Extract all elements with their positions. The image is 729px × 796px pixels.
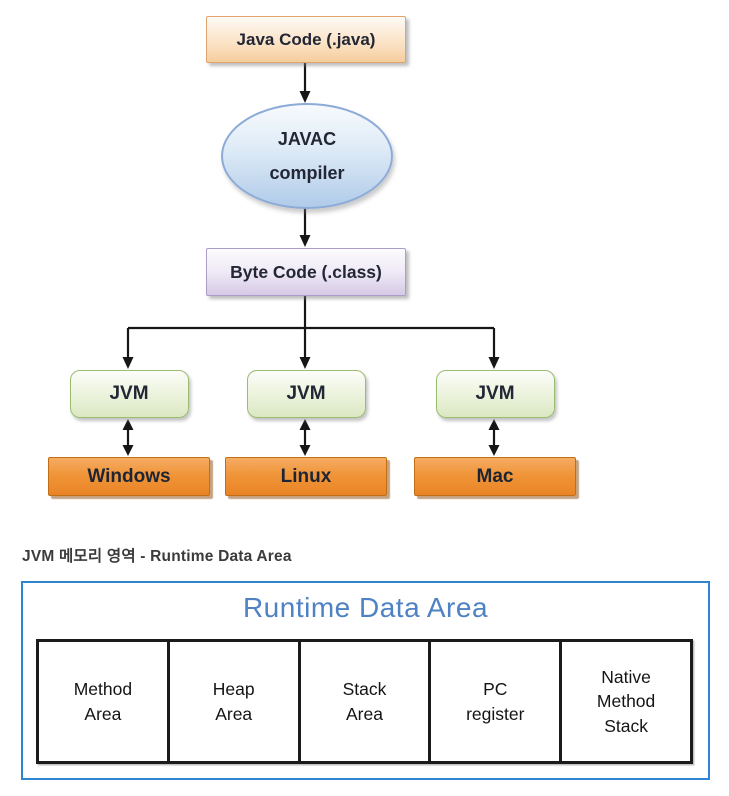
arrow-java-to-javac bbox=[299, 61, 311, 103]
double-arrow-jvm-os-1 bbox=[122, 419, 134, 456]
java-code-box: Java Code (.java) bbox=[206, 16, 406, 63]
memory-cell-native-method-stack: Native Method Stack bbox=[596, 666, 656, 736]
javac-compiler-ellipse: JAVAC compiler bbox=[221, 103, 393, 209]
arrow-branch-to-jvm-3 bbox=[488, 328, 500, 369]
arrow-branch-to-jvm-2 bbox=[299, 328, 311, 369]
memory-cell-pc-register: PC register bbox=[431, 642, 563, 761]
section-heading: JVM 메모리 영역 - Runtime Data Area bbox=[22, 548, 292, 565]
arrow-javac-to-bytecode bbox=[299, 206, 311, 247]
bytecode-branch-line bbox=[128, 294, 494, 330]
memory-cell-stack-area: Stack Area bbox=[301, 642, 432, 761]
jvm-box-1: JVM bbox=[69, 370, 189, 418]
memory-cell-heap-area: Heap Area bbox=[170, 642, 301, 761]
os-box-windows: Windows bbox=[48, 457, 210, 496]
byte-code-box: Byte Code (.class) bbox=[206, 248, 406, 296]
double-arrow-jvm-os-3 bbox=[488, 419, 500, 456]
jvm-box-2: JVM bbox=[246, 370, 366, 418]
runtime-data-area-box: Runtime Data Area Method Area Heap Area … bbox=[21, 581, 710, 780]
jvm-box-3: JVM bbox=[435, 370, 555, 418]
os-box-linux: Linux bbox=[225, 457, 387, 496]
arrow-branch-to-jvm-1 bbox=[122, 328, 134, 369]
double-arrow-jvm-os-2 bbox=[299, 419, 311, 456]
memory-cell-method-area: Method Area bbox=[39, 642, 170, 761]
runtime-box-title: Runtime Data Area bbox=[242, 592, 489, 623]
os-box-mac: Mac bbox=[414, 457, 576, 496]
memory-table: Method Area Heap Area Stack Area PC regi… bbox=[36, 639, 693, 764]
